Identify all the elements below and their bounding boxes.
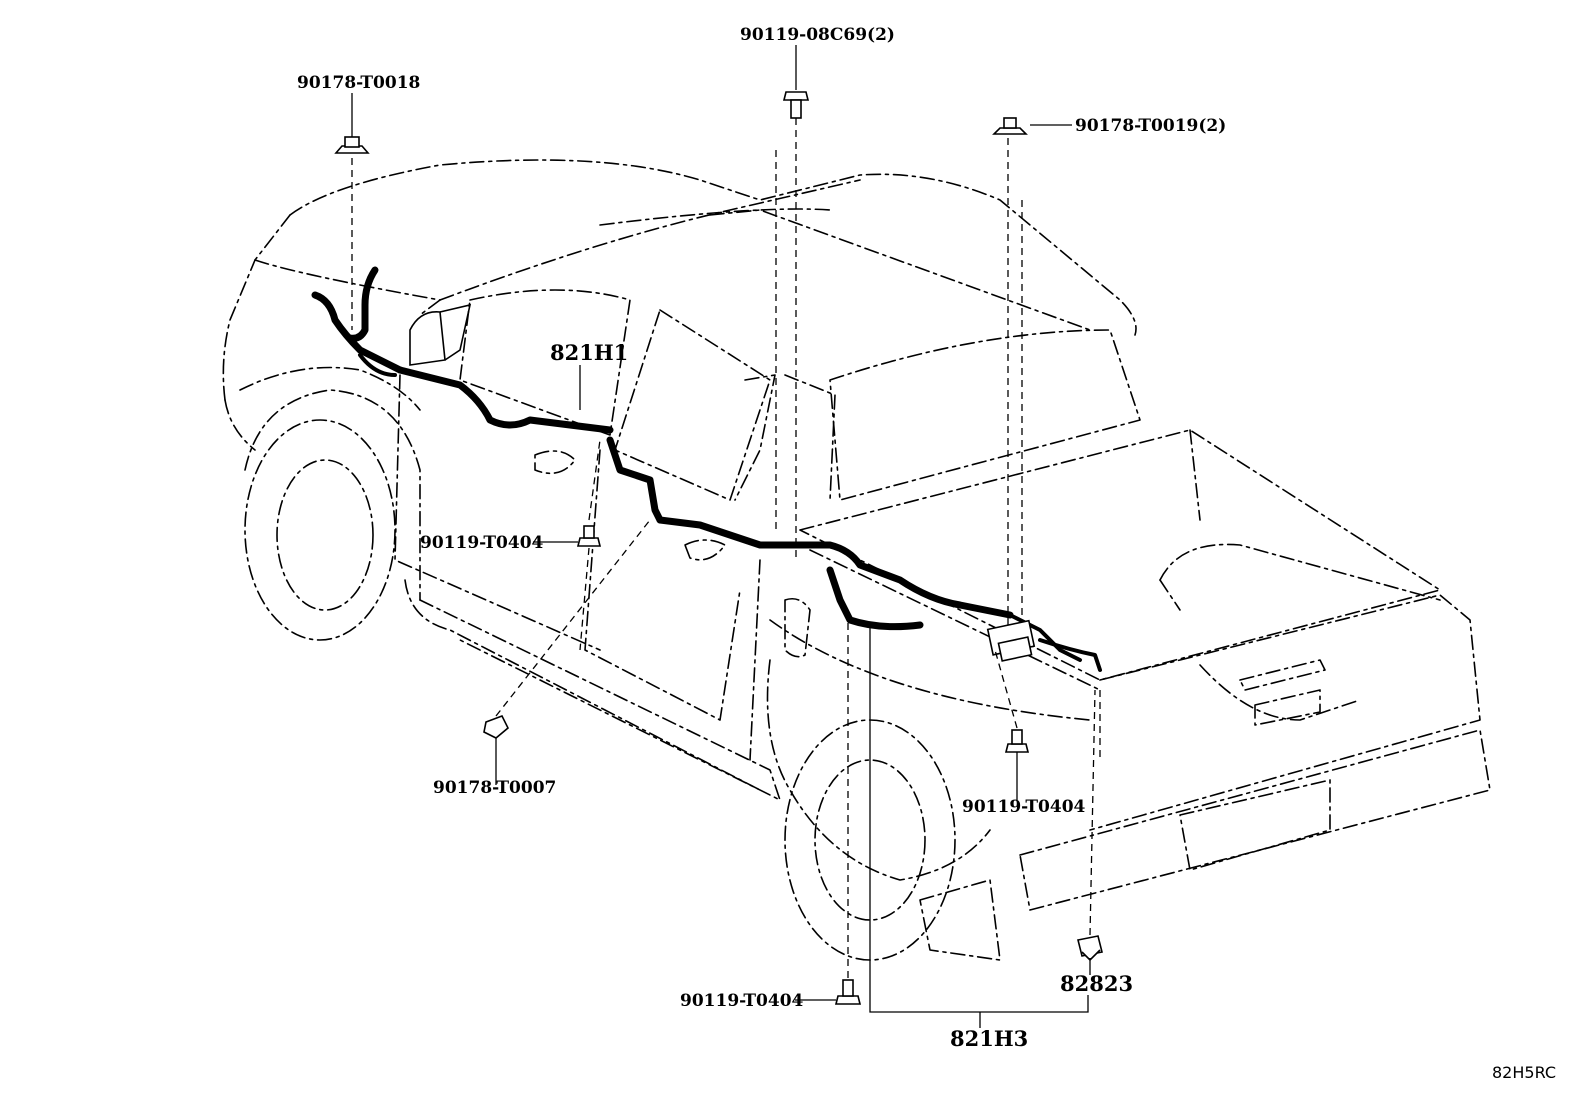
label-connector-rear: 82823 — [1060, 971, 1133, 996]
locator-lines — [351, 118, 1101, 978]
clip-90178-T0019 — [992, 117, 1028, 135]
label-bolt-mid-left: 90119-T0404 — [420, 533, 544, 553]
diagram-code: 82H5RC — [1492, 1063, 1556, 1082]
clip-90178-T0018 — [334, 136, 370, 154]
side-mirror — [409, 303, 472, 366]
nut-90178-T0007 — [483, 714, 509, 739]
bolt-90119-T0404-rear — [1004, 729, 1030, 753]
harness-821H3 — [786, 541, 1102, 672]
bolt-90119-08C69 — [782, 91, 810, 119]
part-labels: 90119-08C69(2) 90178-T0018 90178-T0019(2… — [297, 25, 1556, 1082]
bolt-90119-T0404-bottom — [834, 979, 862, 1005]
harness-821H1 — [311, 266, 794, 549]
label-bolt-bottom: 90119-T0404 — [680, 991, 804, 1011]
connector-82823 — [1077, 935, 1103, 962]
label-nut-lower-left: 90178-T0007 — [433, 778, 556, 798]
label-clip-top-right: 90178-T0019(2) — [1075, 116, 1226, 136]
label-harness-front: 821H1 — [550, 340, 628, 365]
label-harness-rear: 821H3 — [950, 1026, 1028, 1051]
bolt-90119-T0404-mid — [576, 525, 602, 547]
label-clip-top-left: 90178-T0018 — [297, 73, 420, 93]
leader-lines — [351, 45, 1091, 1028]
label-bolt-top-center: 90119-08C69(2) — [740, 25, 895, 45]
label-bolt-rear-mid: 90119-T0404 — [962, 797, 1086, 817]
